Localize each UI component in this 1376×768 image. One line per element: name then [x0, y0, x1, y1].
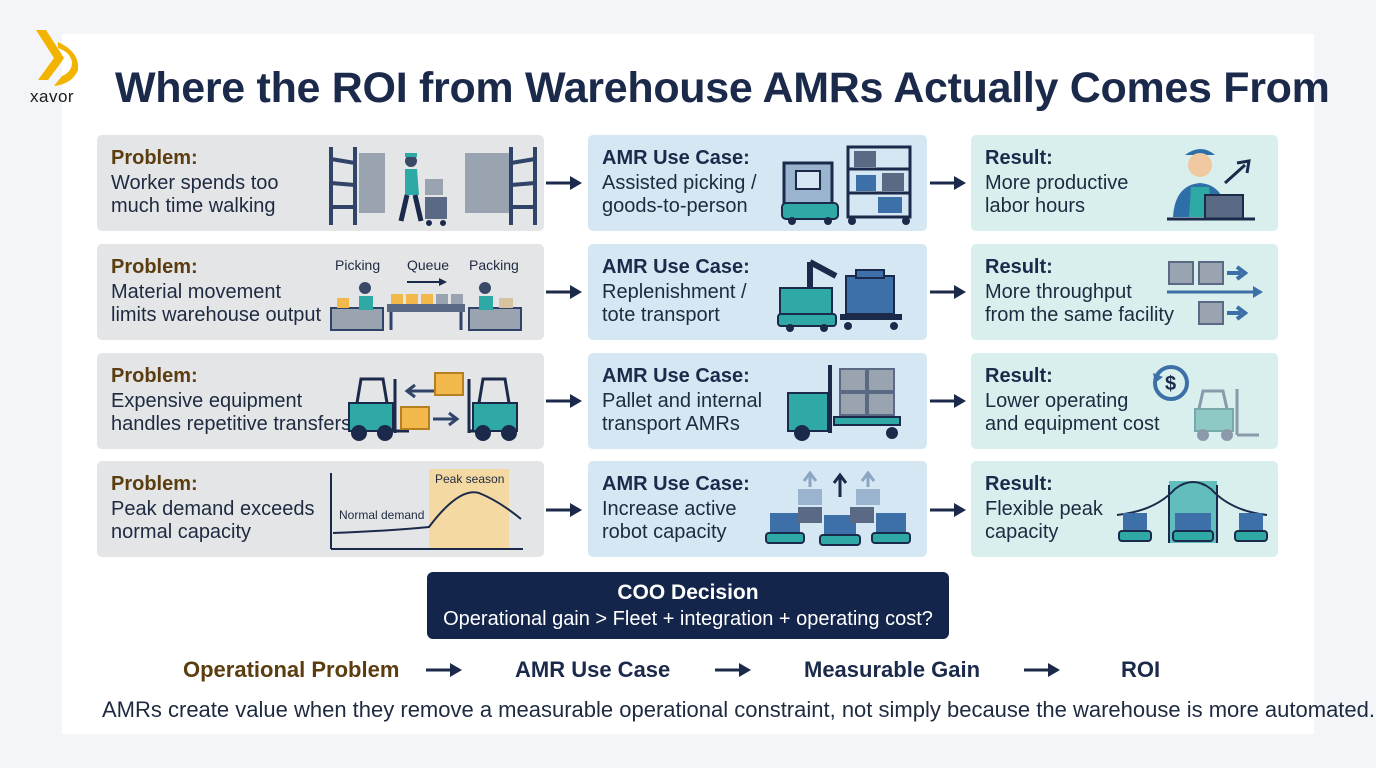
productive-worker-icon — [1167, 149, 1255, 221]
arrow-right-icon — [930, 503, 966, 517]
result-heading: Result: — [985, 147, 1053, 169]
result-text: More productive labor hours — [985, 172, 1129, 217]
logo-text: xavor — [30, 87, 75, 106]
warehouse-aisle-icon — [329, 147, 537, 226]
usecase-card-2: AMR Use Case: Replenishment / tote trans… — [588, 244, 927, 340]
usecase-text: Replenishment / tote transport — [602, 281, 747, 326]
result-text: Flexible peak capacity — [985, 498, 1103, 543]
usecase-heading: AMR Use Case: — [602, 365, 750, 387]
packing-label: Packing — [469, 257, 519, 273]
coo-decision-box: COO Decision Operational gain > Fleet + … — [427, 572, 949, 639]
result-card-1: Result: More productive labor hours — [971, 135, 1278, 231]
arrow-right-icon — [546, 176, 582, 190]
page-title: Where the ROI from Warehouse AMRs Actual… — [115, 64, 1330, 112]
cost-savings-forklift-icon: $ — [1153, 365, 1259, 441]
result-card-3: Result: Lower operating and equipment co… — [971, 353, 1278, 449]
footer-statement: AMRs create value when they remove a mea… — [102, 697, 1376, 722]
picking-label: Picking — [335, 257, 380, 273]
coo-decision-question: Operational gain > Fleet + integration +… — [443, 608, 933, 630]
result-heading: Result: — [985, 256, 1053, 278]
problem-heading: Problem: — [111, 473, 198, 495]
problem-text: Expensive equipment handles repetitive t… — [111, 390, 352, 435]
usecase-heading: AMR Use Case: — [602, 256, 750, 278]
arrow-right-icon — [546, 285, 582, 299]
problem-text: Material movement limits warehouse outpu… — [111, 281, 322, 326]
robot-fleet-icon — [765, 470, 911, 546]
arrow-right-icon — [715, 663, 751, 677]
normal-demand-label: Normal demand — [339, 508, 424, 522]
problem-heading: Problem: — [111, 256, 198, 278]
result-heading: Result: — [985, 473, 1053, 495]
arrow-right-icon — [930, 176, 966, 190]
peak-demand-curve-icon: Peak season Normal demand — [330, 469, 523, 550]
xavor-logo-icon — [36, 30, 79, 86]
tote-transport-robot-icon — [777, 259, 902, 332]
flow-step-measurable-gain: Measurable Gain — [804, 657, 981, 682]
flow-step-roi: ROI — [1121, 657, 1161, 682]
usecase-card-3: AMR Use Case: Pallet and internal transp… — [588, 353, 927, 449]
peak-season-label: Peak season — [435, 472, 504, 486]
result-card-4: Result: Flexible peak capacity — [971, 461, 1278, 557]
flexible-capacity-curve-icon — [1116, 481, 1268, 543]
throughput-boxes-icon — [1167, 261, 1263, 325]
problem-heading: Problem: — [111, 147, 198, 169]
arrow-right-icon — [426, 663, 462, 677]
arrow-right-icon — [930, 394, 966, 408]
usecase-heading: AMR Use Case: — [602, 473, 750, 495]
problem-card-3: Problem: Expensive equipment handles rep… — [97, 353, 544, 449]
forklift-transfer-icon — [348, 372, 518, 441]
result-card-2: Result: More throughput from the same fa… — [971, 244, 1278, 340]
problem-card-1: Problem: Worker spends too much time wal… — [97, 135, 544, 231]
goods-to-person-robot-icon — [781, 145, 912, 225]
usecase-card-1: AMR Use Case: Assisted picking / goods-t… — [588, 135, 927, 231]
flow-step-operational-problem: Operational Problem — [183, 657, 400, 682]
coo-decision-title: COO Decision — [617, 581, 759, 604]
svg-text:$: $ — [1165, 373, 1176, 395]
usecase-heading: AMR Use Case: — [602, 147, 750, 169]
problem-heading: Problem: — [111, 365, 198, 387]
pallet-transport-amr-icon — [787, 365, 901, 441]
arrow-right-icon — [546, 503, 582, 517]
usecase-text: Assisted picking / goods-to-person — [602, 172, 757, 217]
usecase-text: Pallet and internal transport AMRs — [602, 390, 763, 435]
arrow-right-icon — [1024, 663, 1060, 677]
problem-card-2: Problem: Material movement limits wareho… — [97, 244, 544, 340]
problem-text: Worker spends too much time walking — [111, 172, 279, 217]
queue-label: Queue — [407, 257, 449, 273]
result-text: More throughput from the same facility — [985, 281, 1174, 326]
usecase-card-4: AMR Use Case: Increase active robot capa… — [588, 461, 927, 557]
usecase-text: Increase active robot capacity — [602, 498, 737, 543]
result-heading: Result: — [985, 365, 1053, 387]
result-text: Lower operating and equipment cost — [985, 390, 1160, 435]
arrow-right-icon — [930, 285, 966, 299]
arrow-right-icon — [546, 394, 582, 408]
problem-text: Peak demand exceeds normal capacity — [111, 498, 315, 543]
picking-queue-packing-icon: Picking Queue Packing — [330, 257, 522, 331]
flow-step-amr-use-case: AMR Use Case — [515, 657, 671, 682]
problem-card-4: Problem: Peak demand exceeds normal capa… — [97, 461, 544, 557]
